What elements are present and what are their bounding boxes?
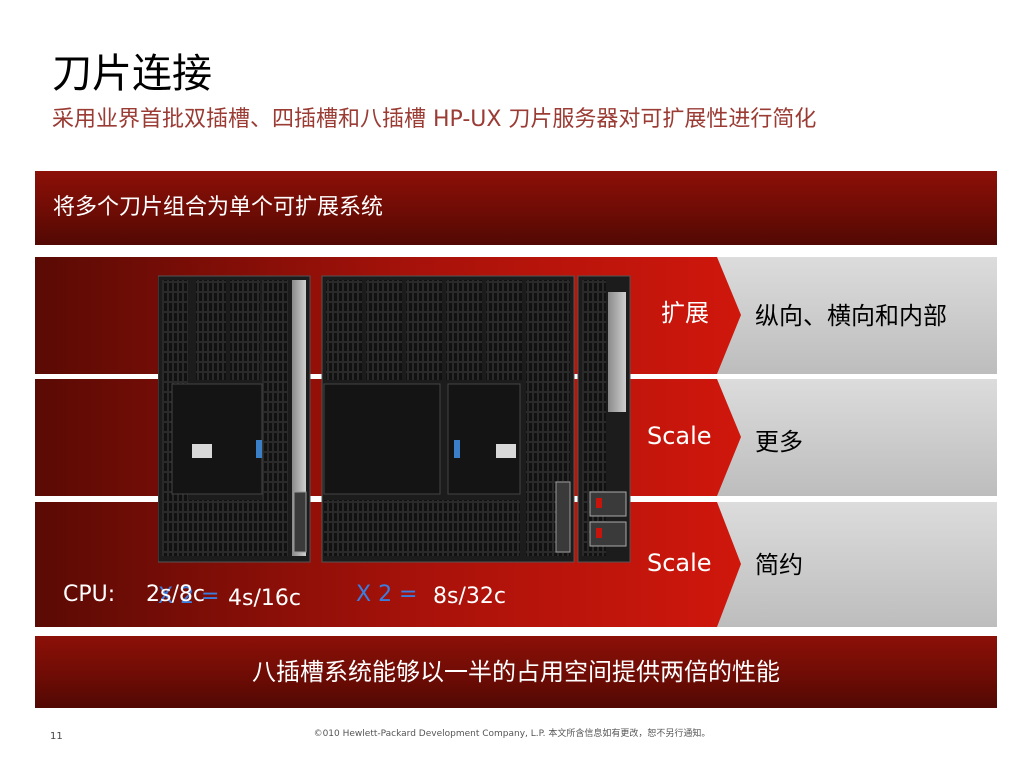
cpu-label: CPU: <box>63 582 116 607</box>
top-banner-text: 将多个刀片组合为单个可扩展系统 <box>53 195 384 220</box>
cpu-config-8s32c: 8s/32c <box>433 584 506 609</box>
row-description: 简约 <box>755 551 803 579</box>
cpu-config-4s16c: 4s/16c <box>228 586 301 611</box>
row-description: 更多 <box>755 428 803 456</box>
top-banner: 将多个刀片组合为单个可扩展系统 <box>35 171 997 245</box>
cpu-config-2s8c: 2s/8c <box>146 582 205 607</box>
row-label: Scale <box>647 549 712 577</box>
cpu-multiplier-2: X 2 = <box>356 582 418 607</box>
row-description: 纵向、横向和内部 <box>755 302 947 330</box>
blade-servers-image <box>158 275 631 563</box>
bottom-banner: 八插槽系统能够以一半的占用空间提供两倍的性能 <box>35 636 997 708</box>
cpu-multiplier-1: X 2 = <box>158 584 220 609</box>
slide-subtitle: 采用业界首批双插槽、四插槽和八插槽 HP-UX 刀片服务器对可扩展性进行简化 <box>52 107 817 132</box>
slide-title: 刀片连接 <box>52 51 212 97</box>
row-label: 扩展 <box>661 299 709 327</box>
page-number: 11 <box>50 731 63 742</box>
copyright-footer: ©010 Hewlett-Packard Development Company… <box>313 729 711 739</box>
bottom-banner-text: 八插槽系统能够以一半的占用空间提供两倍的性能 <box>252 658 780 686</box>
row-label: Scale <box>647 422 712 450</box>
